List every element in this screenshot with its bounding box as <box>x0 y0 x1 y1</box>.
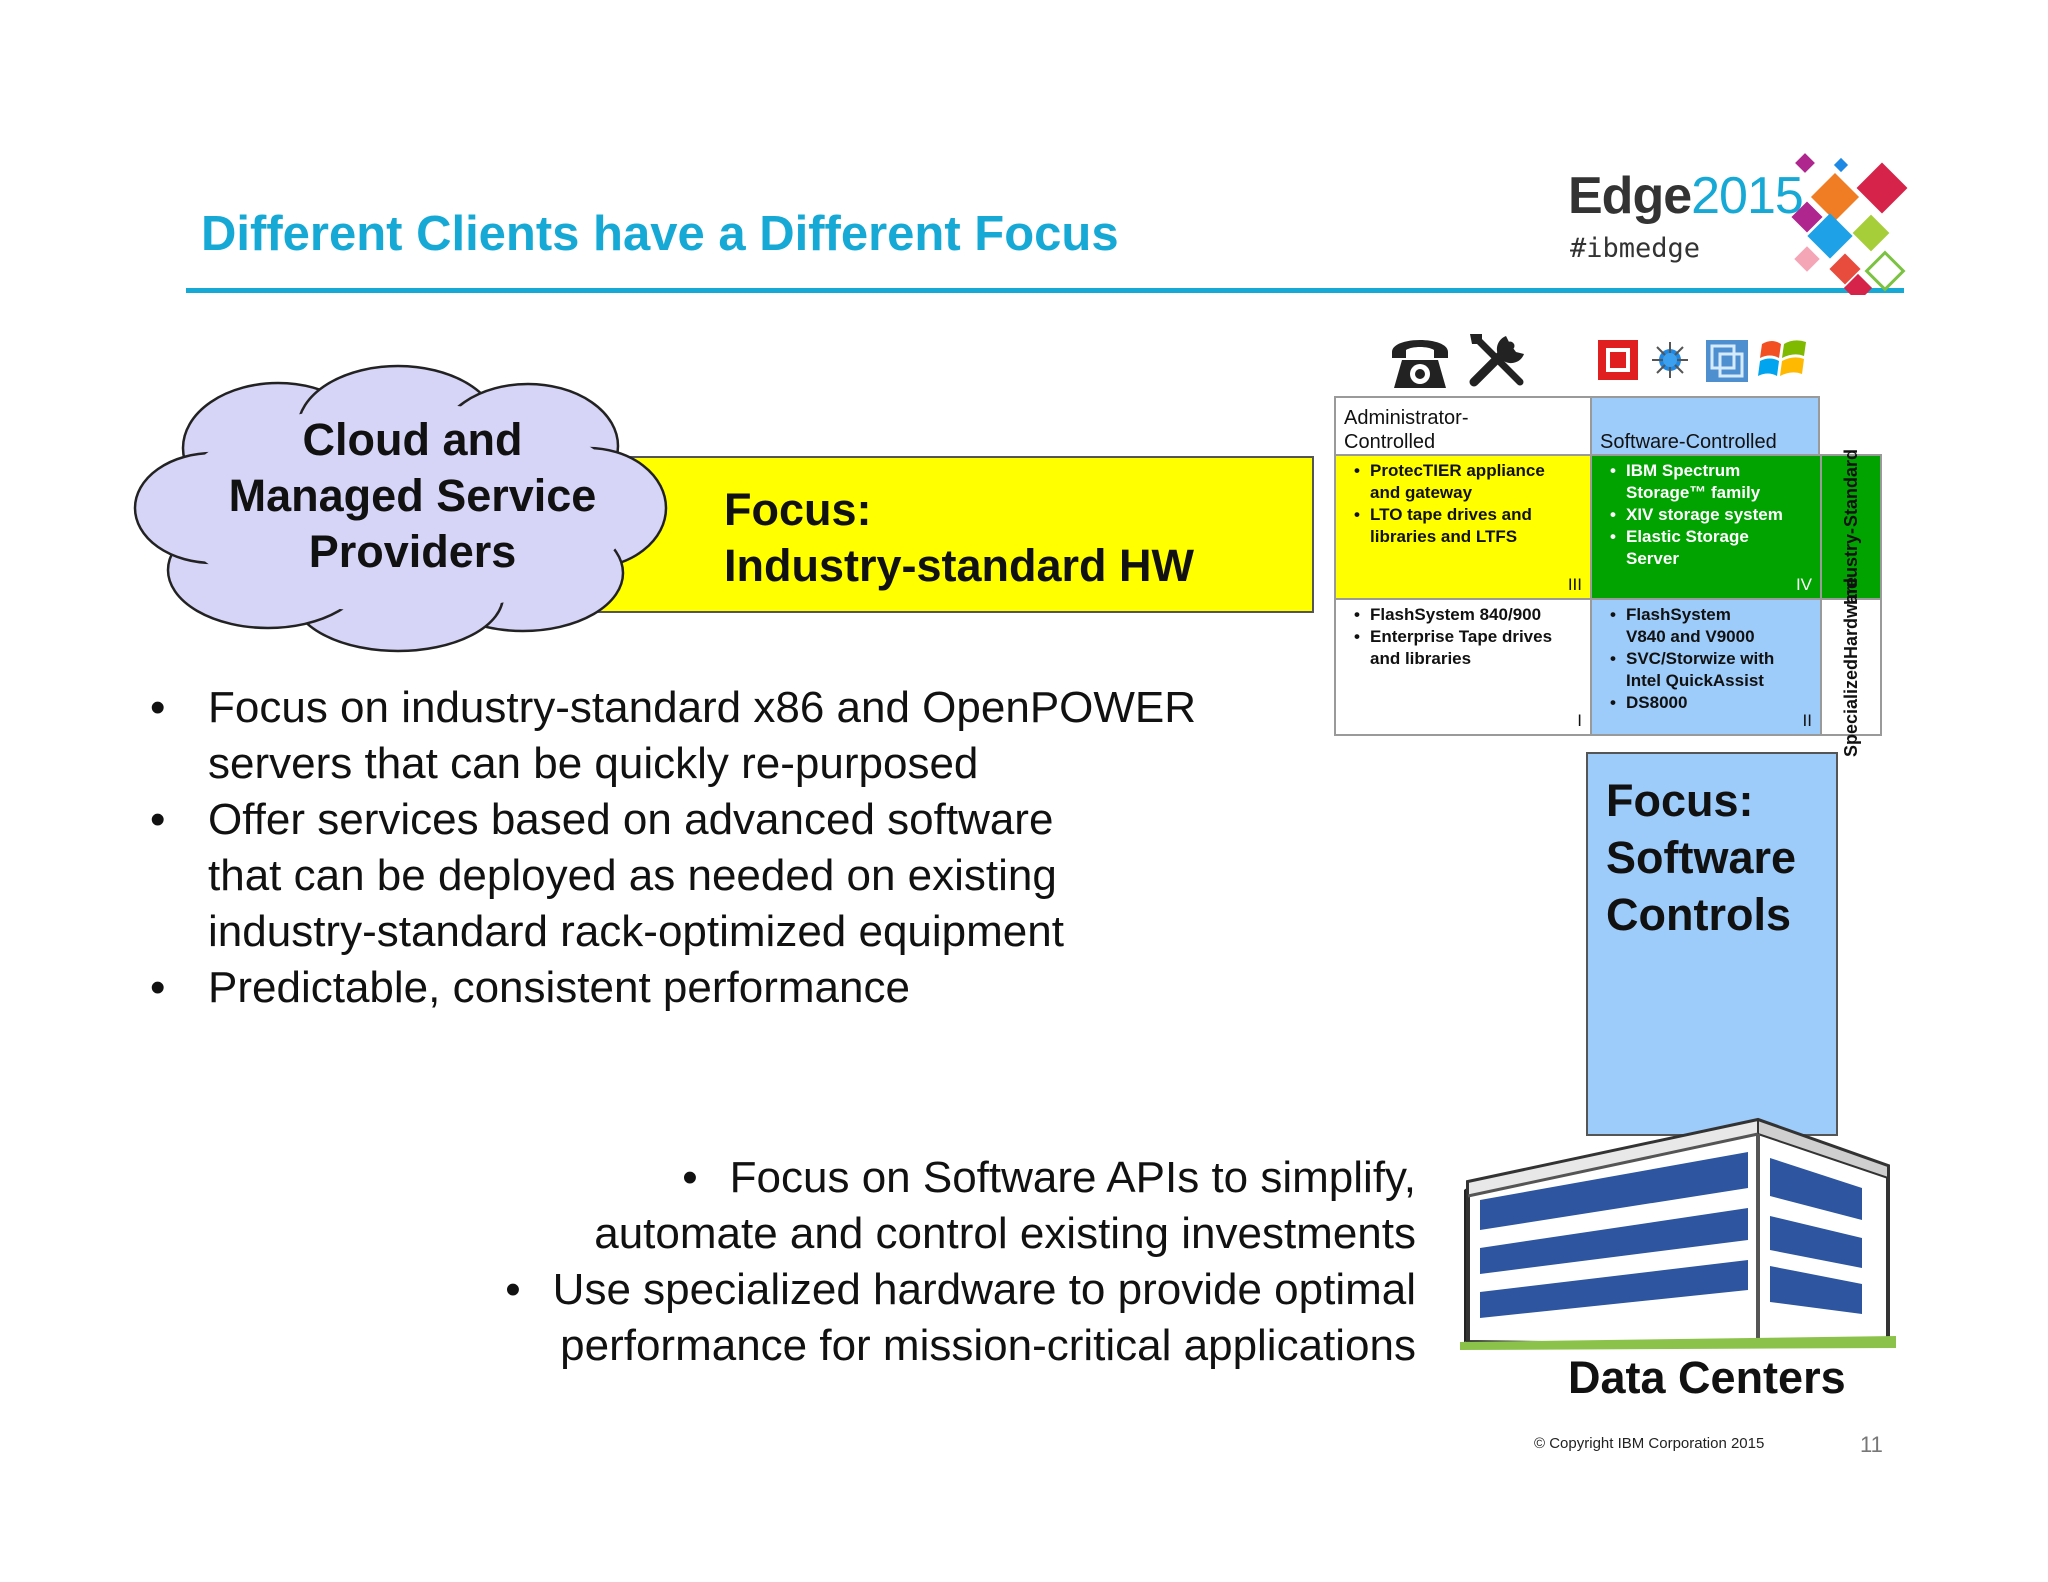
bullet-dot: • <box>682 1153 698 1202</box>
focus-hardware-banner <box>540 456 1314 613</box>
bullet-line: performance for mission-critical applica… <box>560 1321 1416 1370</box>
row-label-specialized-hardware: Specialized Hardware <box>1820 577 1882 757</box>
edge-logo-year: 2015 <box>1691 167 1804 225</box>
title-underline <box>186 288 1904 293</box>
quadrant-item-line: and libraries <box>1370 649 1472 668</box>
focus-hardware-line: Focus: <box>724 484 872 535</box>
windows-icon <box>1758 340 1806 376</box>
page-number: 11 <box>1860 1432 1883 1457</box>
quadrant-item: ProtecTIER appliance and gateway <box>1354 460 1586 504</box>
quadrant-item-line: FlashSystem <box>1626 605 1731 624</box>
bullet-line: • Use specialized hardware to provide opt… <box>430 1262 1416 1318</box>
row-label-line: Hardware <box>1841 576 1861 659</box>
header-administrator-line: Controlled <box>1344 431 1436 453</box>
bullet-text: Use specialized hardware to provide opti… <box>552 1265 1416 1314</box>
quadrant-item: DS8000 <box>1610 692 1816 714</box>
bullet-dot: • <box>505 1265 521 1314</box>
cloud-label-line: Providers <box>308 526 517 577</box>
quadrant-item-line: Server <box>1626 549 1679 568</box>
quadrant-item-line: Storage™ family <box>1626 483 1761 502</box>
quadrant-iii: ProtecTIER appliance and gateway LTO tape… <box>1334 454 1592 600</box>
bullet-item: • Offer services based on advanced softwa… <box>150 792 1196 960</box>
header-administrator-line: Administrator- <box>1344 407 1469 429</box>
quadrant-numeral: III <box>1567 575 1582 594</box>
focus-software-column <box>1586 752 1838 1136</box>
bullet-dot: • <box>150 683 166 732</box>
quadrant-item-line: IBM Spectrum <box>1626 461 1741 480</box>
quadrant-item-line: libraries and LTFS <box>1370 527 1518 546</box>
bullet-line: Focus on industry-standard x86 and OpenP… <box>208 683 1197 732</box>
bullet-line: Predictable, consistent performance <box>208 963 910 1012</box>
edge-logo-diamonds-icon <box>1791 153 1908 295</box>
quadrant-numeral: I <box>1577 711 1582 730</box>
bullet-line: servers that can be quickly re-purposed <box>208 739 979 788</box>
edge-logo-hashtag: #ibmedge <box>1570 233 1701 264</box>
red-square-icon <box>1598 340 1638 380</box>
focus-software-line: Controls <box>1606 889 1791 940</box>
quadrant-item-line: Elastic Storage <box>1626 527 1749 546</box>
edge-logo-word: Edge2015 <box>1568 166 1804 226</box>
copyright-notice: © Copyright IBM Corporation 2015 <box>1534 1435 1765 1452</box>
bullet-line: that can be deployed as needed on existi… <box>208 851 1057 900</box>
data-center-building-icon <box>1460 1117 1896 1350</box>
focus-software-line: Software <box>1606 832 1797 883</box>
quadrant-item: Enterprise Tape drives and libraries <box>1354 626 1586 670</box>
bullet-item: • Focus on industry-standard x86 and Open… <box>150 680 1196 792</box>
quadrant-item-line: LTO tape drives and <box>1370 505 1532 524</box>
bullet-line: industry-standard rack-optimized equipme… <box>208 907 1064 956</box>
row-label-line: Standard <box>1841 449 1861 528</box>
focus-hardware-label: Focus: Industry-standard HW <box>724 482 1194 594</box>
quadrant-item: LTO tape drives and libraries and LTFS <box>1354 504 1586 548</box>
bullet-line: • Focus on Software APIs to simplify, <box>430 1150 1416 1206</box>
quadrant-item-line: and gateway <box>1370 483 1473 502</box>
slide-title: Different Clients have a Different Focus <box>201 207 1119 261</box>
header-administrator-controlled: Administrator- Controlled <box>1334 396 1592 456</box>
bullet-dot: • <box>150 795 166 844</box>
bullet-line: Offer services based on advanced softwar… <box>208 795 1054 844</box>
cloud-label-line: Cloud and <box>302 414 523 465</box>
cloud-icon <box>133 364 668 653</box>
data-centers-label: Data Centers <box>1568 1352 1846 1403</box>
bullet-text: Focus on Software APIs to simplify, <box>729 1153 1416 1202</box>
quadrant-item: FlashSystem 840/900 <box>1354 604 1586 626</box>
row-label-line: Specialized <box>1841 659 1861 758</box>
quadrant-numeral: II <box>1802 711 1812 730</box>
cloud-network-icon <box>1652 342 1688 378</box>
focus-software-label: Focus: Software Controls <box>1606 772 1796 943</box>
quadrant-i: FlashSystem 840/900 Enterprise Tape driv… <box>1334 598 1592 736</box>
quadrant-numeral: IV <box>1795 575 1812 594</box>
bullet-item: • Predictable, consistent performance <box>150 960 1196 1016</box>
focus-software-line: Focus: <box>1606 775 1754 826</box>
quadrant-item-line: SVC/Storwize with <box>1626 649 1775 668</box>
telephone-icon <box>1392 340 1448 388</box>
quadrant-item-line: Intel QuickAssist <box>1626 671 1764 690</box>
bullet-line: automate and control existing investment… <box>594 1209 1416 1258</box>
quadrant-item-line: Enterprise Tape drives <box>1370 627 1553 646</box>
quadrant-table: Administrator- Controlled Software-Contr… <box>1334 396 1882 757</box>
focus-hardware-line: Industry-standard HW <box>724 540 1195 591</box>
edge-logo-name: Edge <box>1568 167 1692 225</box>
quadrant-item-line: DS8000 <box>1626 693 1688 712</box>
bullet-dot: • <box>150 963 166 1012</box>
header-software-controlled: Software-Controlled <box>1590 396 1820 456</box>
vm-icon <box>1706 340 1748 382</box>
quadrant-item: XIV storage system <box>1610 504 1816 526</box>
bullet-list-right: • Focus on Software APIs to simplify, aut… <box>430 1150 1416 1374</box>
quadrant-item-line: FlashSystem 840/900 <box>1370 605 1542 624</box>
quadrant-item-line: V840 and V9000 <box>1626 627 1755 646</box>
quadrant-item-line: ProtecTIER appliance <box>1370 461 1545 480</box>
tools-icon <box>1469 334 1524 387</box>
cloud-label-line: Managed Service <box>228 470 597 521</box>
bullet-list-left: • Focus on industry-standard x86 and Open… <box>150 680 1196 1016</box>
cloud-label: Cloud and Managed Service Providers <box>200 412 625 580</box>
quadrant-item-line: XIV storage system <box>1626 505 1783 524</box>
